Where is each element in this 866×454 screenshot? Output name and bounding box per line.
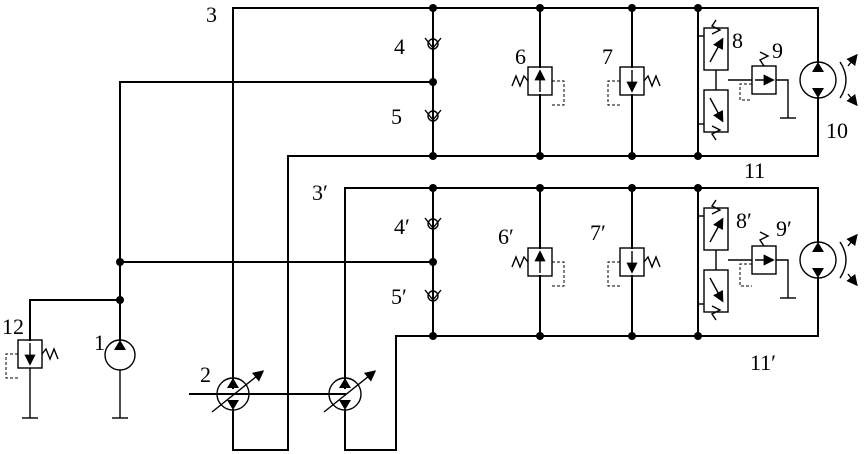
label-7: 7 [602, 44, 613, 69]
label-8-prime: 8′ [736, 208, 752, 233]
lower-low-line [395, 277, 819, 451]
component-labels: 3 4 5 6 7 8 9 10 11 3′ 4′ 5′ 6′ 7′ 8′ 9′… [2, 2, 848, 387]
check-valve-4 [424, 37, 442, 50]
charge-circuit [5, 81, 434, 451]
label-12: 12 [2, 314, 24, 339]
label-4: 4 [394, 34, 405, 59]
check-valve-4p [424, 217, 442, 230]
hydraulic-motor-10 [799, 53, 858, 107]
relief-valve-6p [511, 247, 565, 287]
label-5: 5 [391, 104, 402, 129]
relief-valve-12 [5, 339, 59, 419]
label-7-prime: 7′ [590, 220, 606, 245]
label-10: 10 [826, 118, 848, 143]
directional-valve-8p [698, 199, 752, 321]
lower-high-line [344, 187, 819, 389]
relief-valve-9p [739, 231, 796, 299]
label-2: 2 [200, 362, 211, 387]
label-9: 9 [772, 38, 783, 63]
upper-low-line [287, 97, 819, 451]
label-9-prime: 9′ [776, 216, 792, 241]
lower-circuit [344, 184, 858, 451]
label-6-prime: 6′ [498, 224, 514, 249]
label-6: 6 [515, 44, 526, 69]
label-4-prime: 4′ [394, 214, 410, 239]
label-11: 11 [744, 158, 765, 183]
directional-valve-8 [698, 19, 752, 141]
hydraulic-motor-10p [799, 233, 858, 287]
label-3-prime: 3′ [312, 180, 328, 205]
relief-valve-6 [511, 66, 565, 106]
variable-pump-2 [189, 370, 397, 451]
relief-valve-7 [607, 66, 661, 106]
relief-valve-7p [607, 247, 661, 287]
upper-high-line [232, 7, 819, 389]
check-valve-5p [424, 289, 442, 302]
charge-pump-1 [104, 339, 136, 419]
charge-line [119, 81, 434, 341]
upper-circuit [232, 4, 858, 451]
label-3: 3 [206, 2, 217, 27]
check-valve-5 [424, 109, 442, 122]
label-8: 8 [732, 28, 743, 53]
relief-valve-9 [739, 51, 796, 119]
label-5-prime: 5′ [391, 284, 407, 309]
label-11-prime: 11′ [750, 350, 776, 375]
label-1: 1 [94, 330, 105, 355]
